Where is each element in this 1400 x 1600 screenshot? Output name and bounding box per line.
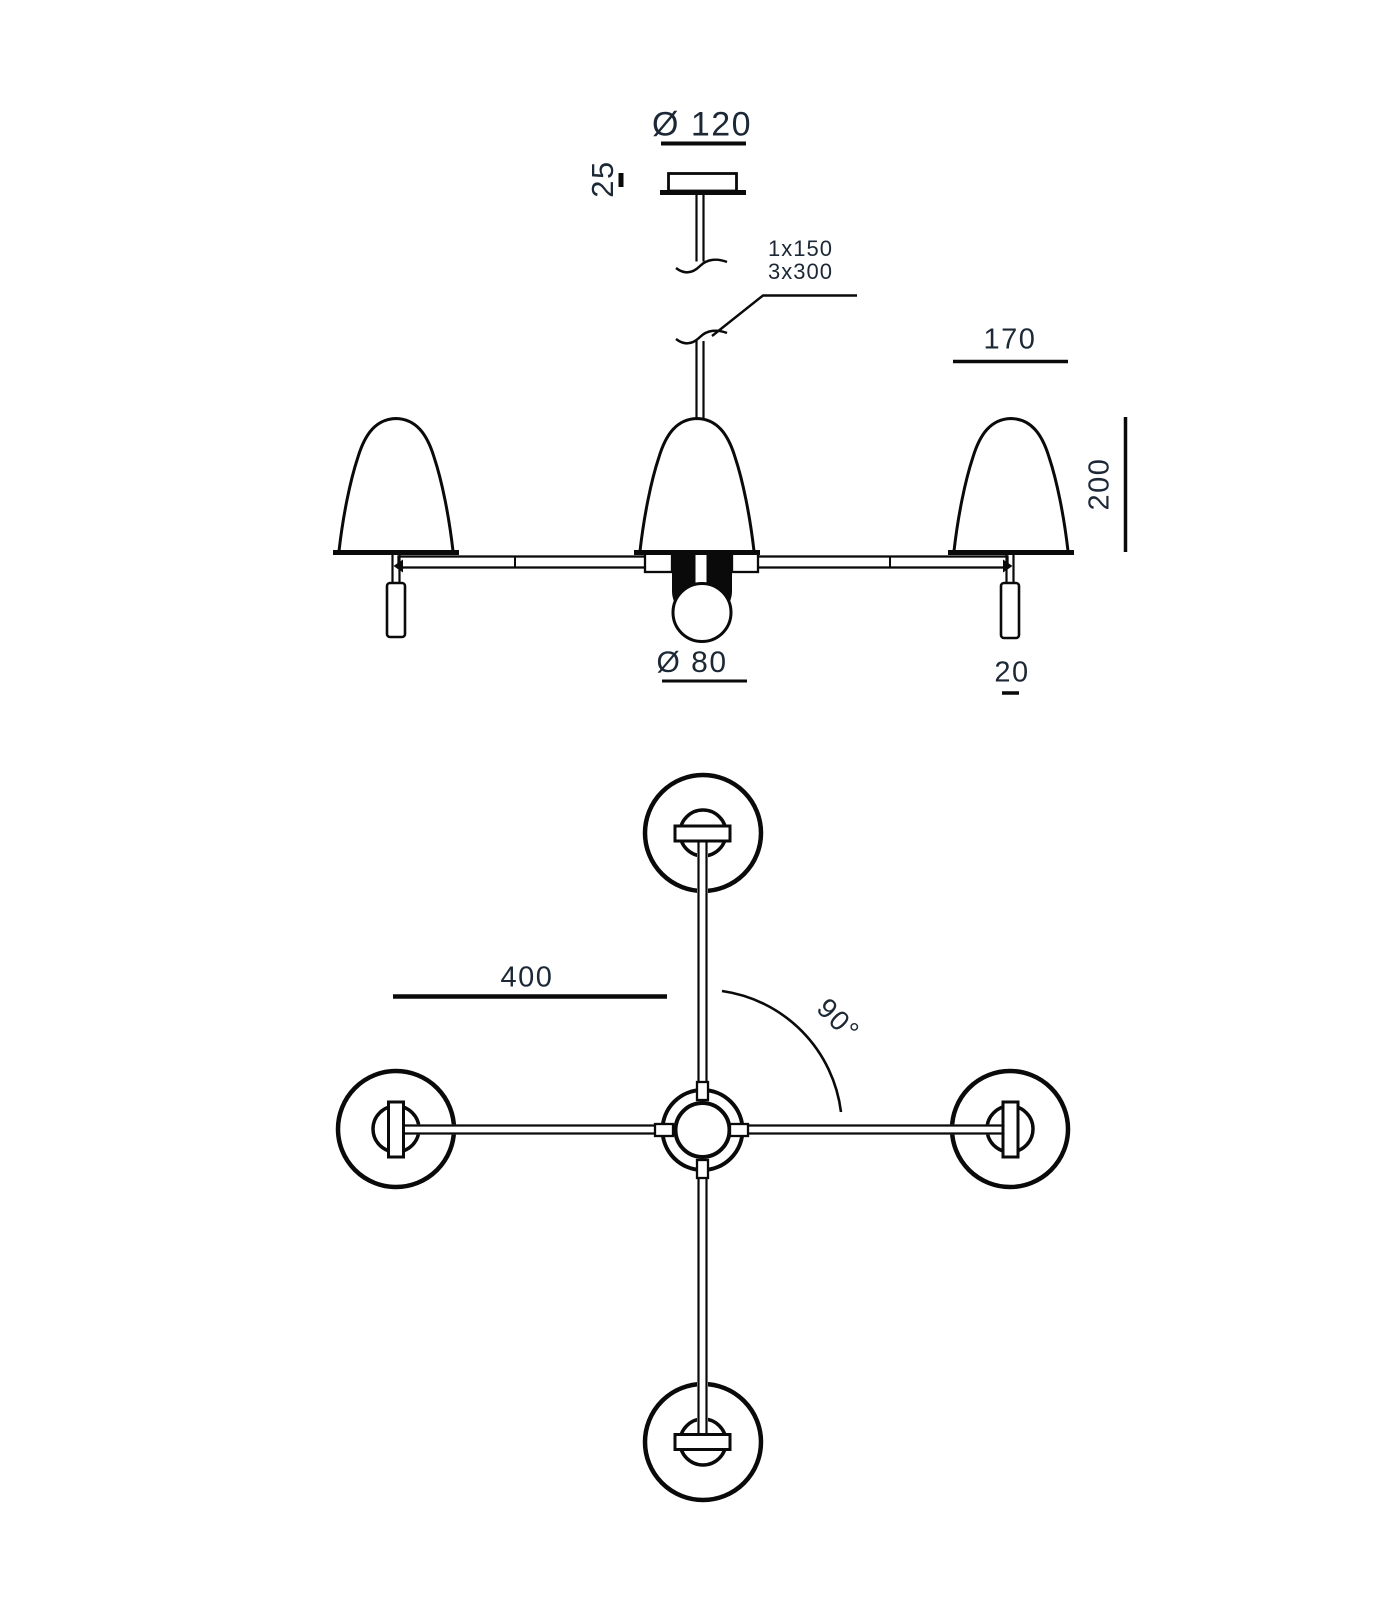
suspension-stem: [675, 194, 728, 419]
shade-diameter-label: 170: [983, 323, 1037, 356]
suspension-leader-line: [711, 294, 857, 337]
arm-length-label: 400: [500, 961, 554, 994]
suspension-length-option1-label: 1x150: [768, 236, 833, 261]
arm-sleeve-left: [643, 552, 674, 574]
plan-socket-top: [673, 824, 732, 843]
break-squiggle-upper: [675, 258, 728, 274]
shade-left: [337, 416, 455, 552]
plan-sockets: [387, 824, 1020, 1451]
canopy-diameter-label: Ø 120: [651, 105, 753, 144]
bulb-diameter-label: Ø 80: [656, 646, 728, 679]
bulb-sphere: [671, 582, 733, 643]
dimension-lines-side: [662, 359, 1128, 695]
stem-cylinder-right: [999, 581, 1021, 640]
arm-sleeve-right: [730, 552, 760, 574]
shade-right: [952, 416, 1070, 552]
canopy-body: [667, 172, 738, 193]
hub-sleeve-right: [728, 1122, 750, 1138]
plan-arms: [400, 838, 1006, 1436]
break-squiggle-lower: [675, 329, 728, 345]
center-socket: [671, 551, 733, 643]
shade-stem-right: [999, 553, 1021, 640]
hub-inner-ring: [673, 1101, 732, 1159]
socket-stem-slot: [695, 551, 707, 585]
shade-height-label: 200: [1083, 457, 1116, 511]
hub-sleeve-left: [653, 1122, 675, 1138]
suspension-length-option2-label: 3x300: [768, 259, 833, 284]
shade-stem-left: [385, 553, 407, 639]
plan-socket-bottom: [673, 1433, 732, 1451]
stem-diameter-label: 20: [994, 656, 1030, 689]
arm-end-wedge-left: [393, 559, 403, 573]
canopy-height-label: 25: [585, 160, 620, 198]
ceiling-canopy: [618, 141, 746, 195]
arm-end-wedge-right: [1003, 559, 1013, 573]
plan-socket-left: [387, 1100, 405, 1159]
stem-cylinder-left: [385, 581, 407, 639]
angle-arc: [721, 989, 843, 1113]
shades-side-view: [333, 416, 1074, 555]
hub-sleeve-top: [695, 1080, 710, 1102]
hub-sleeve-bottom: [695, 1158, 710, 1180]
plan-socket-right: [1001, 1100, 1020, 1159]
shade-center: [638, 416, 756, 552]
plan-hub: [653, 1080, 750, 1180]
